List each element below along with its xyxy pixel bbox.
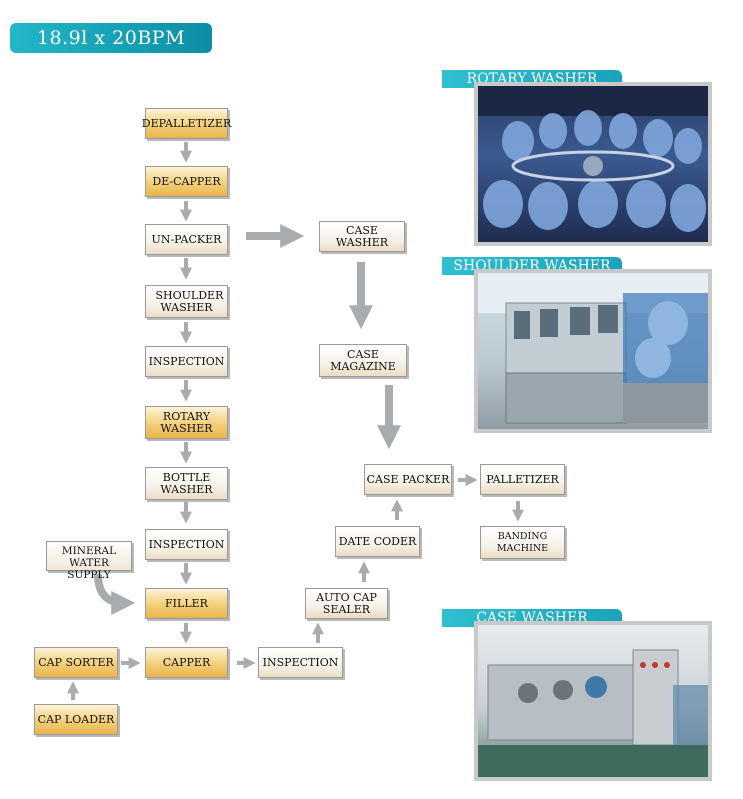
box-shoulder-washer: SHOULDER WASHER (145, 285, 228, 318)
label-shoulder-washer: SHOULDER WASHER (155, 288, 224, 314)
rotary-washer-illustration (478, 86, 708, 232)
box-mineral-water-supply: MINERAL WATER SUPPLY (46, 541, 132, 581)
label-case-magazine: CASE MAGAZINE (330, 347, 396, 373)
box-inspection-1: INSPECTION (145, 346, 228, 377)
box-rotary-washer: ROTARY WASHER (145, 406, 228, 439)
box-decapper: DE-CAPPER (145, 166, 228, 197)
box-capper: CAPPER (145, 647, 228, 678)
label-rotary-washer: ROTARY WASHER (160, 409, 213, 435)
shoulder-washer-illustration (478, 273, 708, 424)
label-cap-sorter: CAP SORTER (38, 655, 114, 669)
box-bottle-washer: BOTTLE WASHER (145, 467, 228, 500)
box-banding-machine: BANDING MACHINE (480, 526, 565, 559)
label-inspection-2: INSPECTION (148, 537, 225, 551)
label-case-washer: CASE WASHER (335, 223, 389, 249)
case-washer-photo (474, 621, 712, 781)
page-title: 18.9l x 20BPM (10, 23, 212, 53)
rotary-washer-photo (474, 82, 712, 246)
label-capper: CAPPER (162, 655, 211, 669)
box-case-washer: CASE WASHER (319, 221, 405, 252)
box-depalletizer: DEPALLETIZER (141, 108, 232, 139)
case-washer-illustration (478, 649, 708, 777)
box-auto-cap-sealer: AUTO CAP SEALER (305, 588, 388, 619)
box-palletizer: PALLETIZER (480, 464, 565, 495)
label-palletizer: PALLETIZER (486, 472, 559, 486)
label-bottle-washer: BOTTLE WASHER (160, 470, 213, 496)
label-auto-cap-sealer: AUTO CAP SEALER (316, 590, 377, 616)
box-case-packer: CASE PACKER (364, 464, 452, 495)
label-banding-machine: BANDING MACHINE (496, 530, 549, 554)
label-filler: FILLER (165, 596, 208, 610)
box-case-magazine: CASE MAGAZINE (319, 344, 407, 377)
box-date-coder: DATE CODER (335, 526, 420, 557)
box-unpacker: UN-PACKER (145, 224, 228, 255)
label-depalletizer: DEPALLETIZER (141, 116, 232, 130)
box-inspection-3: INSPECTION (258, 647, 343, 678)
box-filler: FILLER (145, 588, 228, 619)
box-cap-sorter: CAP SORTER (34, 647, 118, 678)
box-inspection-2: INSPECTION (145, 529, 228, 560)
label-mineral-water-supply: MINERAL WATER SUPPLY (61, 545, 117, 581)
label-inspection-3: INSPECTION (262, 655, 339, 669)
box-cap-loader: CAP LOADER (34, 704, 118, 735)
label-date-coder: DATE CODER (338, 534, 417, 548)
label-inspection-1: INSPECTION (148, 354, 225, 368)
label-case-packer: CASE PACKER (366, 472, 450, 486)
arrow-mineral-filler (94, 573, 136, 615)
label-cap-loader: CAP LOADER (37, 712, 115, 726)
label-unpacker: UN-PACKER (151, 232, 222, 246)
label-decapper: DE-CAPPER (152, 174, 221, 188)
shoulder-washer-photo (474, 269, 712, 433)
